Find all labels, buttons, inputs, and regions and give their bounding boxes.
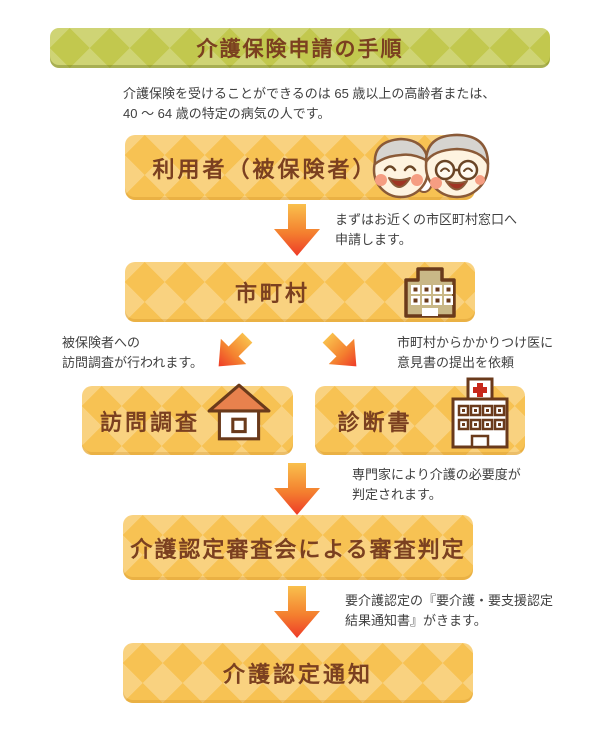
flow-box-diagnosis-label: 診断書: [337, 409, 413, 435]
annotation-apply: まずはお近くの市区町村窓口へ 申請します。: [335, 212, 518, 248]
elderly-couple-icon: [368, 127, 492, 200]
diagonal-arrow-left-icon: [193, 312, 272, 391]
flow-box-notice: 介護認定通知: [123, 643, 473, 703]
city-hall-icon: [402, 265, 458, 319]
house-icon: [206, 382, 272, 442]
down-arrow-icon: [274, 463, 320, 520]
flow-box-user-label: 利用者（被保険者）: [152, 156, 378, 182]
flow-box-review: 介護認定審査会による審査判定: [123, 515, 473, 580]
annotation-doctor: 市町村からかかりつけ医に 意見書の提出を依頼: [397, 335, 554, 371]
annotation-notice: 要介護認定の『要介護・要支援認定 結果通知書』がきます。: [345, 593, 554, 629]
flow-box-notice-label: 介護認定通知: [222, 662, 373, 687]
down-arrow-icon: [274, 204, 320, 261]
page-title: 介護保険申請の手順: [196, 38, 404, 61]
flow-box-visit-label: 訪問調査: [99, 409, 200, 435]
flow-box-review-label: 介護認定審査会による審査判定: [130, 536, 466, 562]
annotation-review: 専門家により介護の必要度が 判定されます。: [352, 467, 521, 503]
down-arrow-icon: [274, 586, 320, 643]
flow-box-municipality-label: 市町村: [234, 281, 310, 306]
diagonal-arrow-right-icon: [302, 312, 381, 391]
intro-text: 介護保険を受けることができるのは 65 歳以上の高齢者または、 40 ～ 64 …: [123, 86, 496, 122]
hospital-icon: [451, 377, 509, 450]
annotation-visit: 被保険者への 訪問調査が行われます。: [62, 335, 204, 371]
page-title-banner: 介護保険申請の手順: [50, 28, 550, 68]
